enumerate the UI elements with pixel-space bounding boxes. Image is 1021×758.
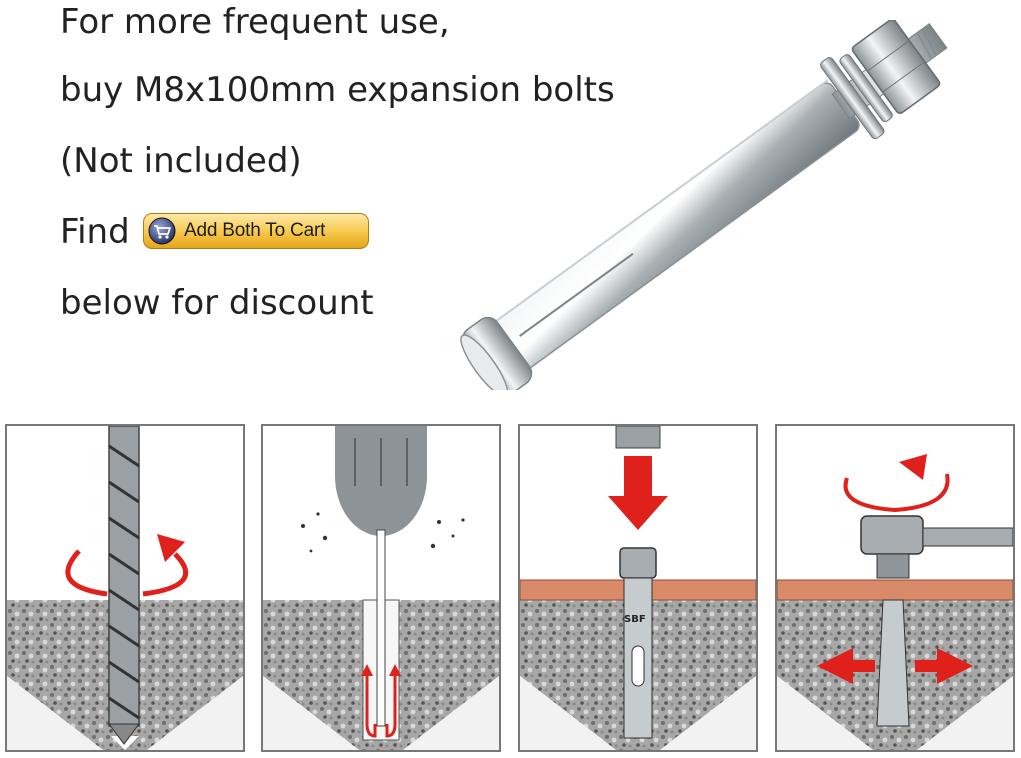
step-drill-panel (5, 424, 245, 752)
wrench-rotate-icon (777, 454, 1013, 750)
cart-button-label: Add Both To Cart (184, 220, 326, 241)
drill-bit-icon (7, 426, 243, 750)
promo-line-5: below for discount (60, 283, 374, 323)
promo-line-4: Find (60, 212, 130, 252)
promo-line-3: (Not included) (60, 141, 302, 181)
expansion-bolt-image (460, 20, 948, 390)
step-insert-panel: SBF (518, 424, 758, 752)
blower-icon (263, 426, 499, 750)
step-tighten-panel (775, 424, 1015, 752)
promo-line-1: For more frequent use, (60, 2, 450, 42)
hammer-arrow-icon: SBF (520, 426, 756, 750)
cart-icon (148, 217, 176, 245)
step-clean-panel (261, 424, 501, 752)
add-both-to-cart-button[interactable]: Add Both To Cart (143, 213, 369, 249)
bolt-stamp: SBF (624, 614, 646, 625)
promo-line-2: buy M8x100mm expansion bolts (60, 70, 615, 110)
